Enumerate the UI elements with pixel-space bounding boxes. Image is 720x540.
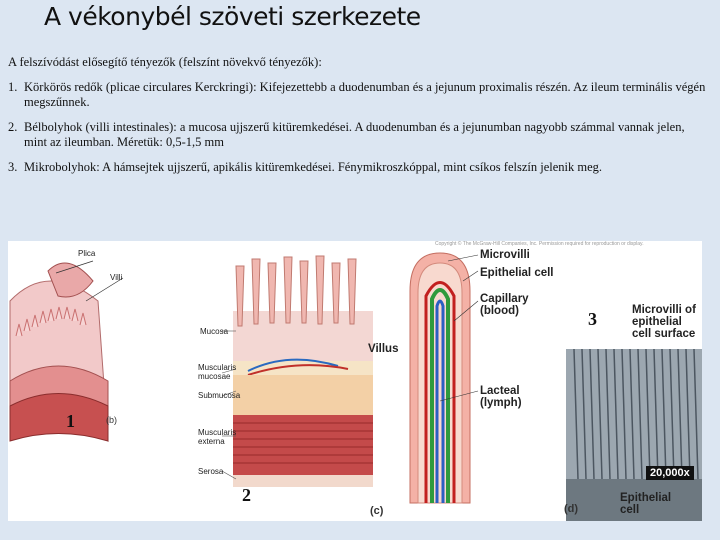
label-villi: Villi <box>110 273 123 282</box>
panel-b-tag: (b) <box>106 415 117 425</box>
panel-d-micrograph <box>566 348 702 521</box>
panel-b-tissue <box>233 255 373 487</box>
label-capillary: Capillary (blood) <box>480 293 529 317</box>
list-item-number: 1. <box>8 80 18 94</box>
label-serosa: Serosa <box>198 467 224 476</box>
panel-d-tag: (d) <box>564 503 579 515</box>
label-plica: Plica <box>78 249 96 258</box>
label-mucosa: Mucosa <box>200 327 229 336</box>
label-epithelial-cell: Epithelial cell <box>480 267 554 279</box>
list-item-number: 2. <box>8 120 18 134</box>
intestine-illustration <box>9 252 702 521</box>
label-muscularis-mucosae: Muscularis mucosae <box>198 363 237 381</box>
intestine-figure: Copyright © The McGraw-Hill Companies, I… <box>8 241 702 521</box>
panel-c-tag: (c) <box>370 505 384 517</box>
list-item: 3. Mikrobolyhok: A hámsejtek ujjszerű, a… <box>8 160 708 175</box>
intro-text: A felszívódást elősegítő tényezők (felsz… <box>8 55 322 69</box>
marker-number-1: 1 <box>66 411 75 431</box>
panel-b-drawing <box>9 262 109 442</box>
list-item-number: 3. <box>8 160 18 174</box>
list-item-text: Mikrobolyhok: A hámsejtek ujjszerű, apik… <box>24 160 603 174</box>
page-title: A vékonybél szöveti szerkezete <box>44 2 421 31</box>
marker-number-3: 3 <box>588 309 597 329</box>
copyright-note: Copyright © The McGraw-Hill Companies, I… <box>435 241 644 247</box>
label-microvilli-surface: Microvilli of epithelial cell surface <box>632 304 696 340</box>
list-item-text: Bélbolyhok (villi intestinales): a mucos… <box>24 120 685 149</box>
marker-number-2: 2 <box>242 485 251 505</box>
list-item-text: Körkörös redők (plicae circulares Kerckr… <box>24 80 706 109</box>
label-microvilli: Microvilli <box>480 249 530 261</box>
list-item: 1. Körkörös redők (plicae circulares Ker… <box>8 80 708 110</box>
label-muscularis-externa: Muscularis externa <box>198 428 237 446</box>
label-submucosa: Submucosa <box>198 391 241 400</box>
magnification-badge: 20,000x <box>646 466 694 480</box>
label-lacteal: Lacteal (lymph) <box>480 385 522 409</box>
factor-list: 1. Körkörös redők (plicae circulares Ker… <box>8 80 708 185</box>
label-villus: Villus <box>368 343 399 355</box>
label-epithelial-cell-d: Epithelial cell <box>620 492 672 516</box>
panel-c-villus <box>409 252 471 504</box>
list-item: 2. Bélbolyhok (villi intestinales): a mu… <box>8 120 708 150</box>
